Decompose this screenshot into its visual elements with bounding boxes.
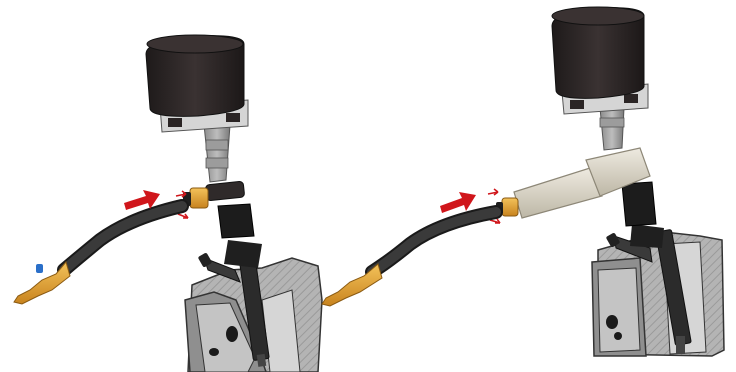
brass-quick-coupler-icon [322,264,382,306]
extraction-tool-icon [552,7,648,150]
extraction-tool-icon [146,35,248,182]
compressed-air-hose-icon [372,212,496,272]
injector-nut-icon [218,204,254,238]
connector-ring-icon [183,181,245,208]
injector-nut-icon [622,182,656,226]
panel-step-2 [322,7,724,356]
panel-step-1 [14,35,322,372]
compressed-air-hose-icon [64,206,182,270]
brass-quick-coupler-icon [14,262,70,304]
engine-cylinder-head-icon [592,232,724,356]
insertion-arrow-icon [440,192,476,213]
